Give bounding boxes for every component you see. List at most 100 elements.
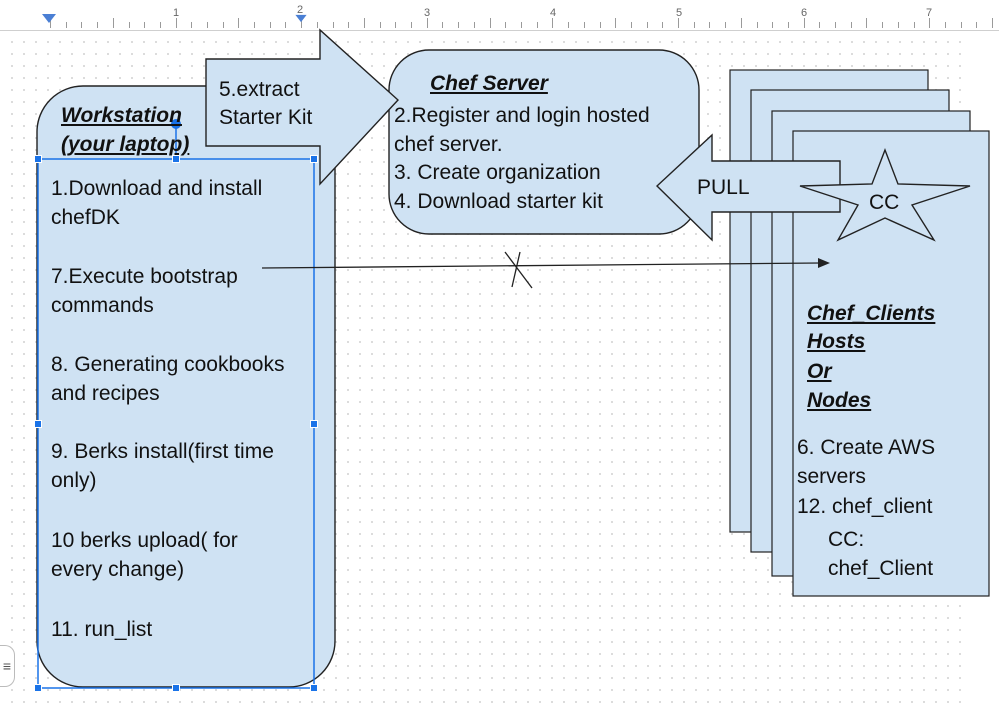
ruler-tick: [945, 22, 946, 28]
ruler-tick: [176, 18, 177, 28]
ruler-tick: [254, 22, 255, 28]
ruler-tick: [411, 22, 412, 28]
ruler-tick: [144, 22, 145, 28]
resize-handle-w[interactable]: [34, 420, 42, 428]
chef-server-shape[interactable]: [388, 49, 700, 235]
ruler-divider: [0, 30, 999, 31]
ruler-tick: [490, 18, 491, 28]
workstation-step: 10 berks upload( for every change): [51, 529, 238, 581]
ruler-tick: [380, 22, 381, 28]
ruler-number: 2: [296, 4, 304, 16]
left-indent-marker[interactable]: [42, 14, 56, 23]
resize-handle-n[interactable]: [172, 155, 180, 163]
ruler-tick: [741, 18, 742, 28]
clients-step: 6. Create AWS servers: [797, 436, 936, 488]
workstation-step: 9. Berks install(first time only): [51, 440, 274, 492]
workstation-step: 8. Generating cookbooks and recipes: [51, 353, 285, 405]
workstation-step: 11. run_list: [51, 618, 153, 641]
workstation-shape[interactable]: [36, 85, 336, 688]
clients-step: 12. chef_client: [797, 495, 933, 518]
ruler-tick: [521, 22, 522, 28]
resize-handle-se[interactable]: [310, 684, 318, 692]
ruler-tick: [301, 18, 302, 28]
ruler-tick: [129, 22, 130, 28]
ruler-number: 5: [675, 7, 683, 19]
ruler-number: 1: [172, 7, 180, 19]
ruler-tick: [804, 18, 805, 28]
extract-arrow-shape[interactable]: [205, 28, 399, 186]
chef-server-step: 2.Register and login hosted chef server.: [394, 104, 650, 156]
ruler-tick: [709, 22, 710, 28]
workstation-step: 1.Download and install chefDK: [51, 177, 263, 229]
ruler-tick: [898, 22, 899, 28]
ruler-tick: [835, 22, 836, 28]
ruler-tick: [647, 22, 648, 28]
resize-handle-s[interactable]: [172, 684, 180, 692]
clients-title: Nodes: [807, 389, 872, 412]
ruler-tick: [97, 22, 98, 28]
clients-cc-label: CC:: [828, 528, 865, 551]
ruler-tick: [757, 22, 758, 28]
side-panel-toggle[interactable]: ≡: [0, 645, 15, 687]
extract-label: Starter Kit: [219, 106, 313, 129]
chef-server-title: Chef Server: [430, 72, 548, 95]
star-shape[interactable]: [799, 148, 971, 242]
ruler-tick: [992, 18, 993, 28]
clients-cc-value: chef_Client: [828, 557, 934, 580]
resize-handle-ne[interactable]: [310, 155, 318, 163]
ruler-number: 6: [800, 7, 808, 19]
ruler-tick: [270, 22, 271, 28]
ruler-tick: [694, 22, 695, 28]
ruler-tick: [914, 22, 915, 28]
rotate-handle[interactable]: [171, 119, 181, 129]
resize-handle-e[interactable]: [310, 420, 318, 428]
ruler-tick: [474, 22, 475, 28]
chef-server-step: 4. Download starter kit: [394, 190, 603, 213]
ruler-tick: [866, 18, 867, 28]
ruler-tick: [50, 18, 51, 28]
ruler-tick: [788, 22, 789, 28]
right-indent-marker[interactable]: [295, 14, 307, 23]
ruler-tick: [929, 18, 930, 28]
ruler-tick: [600, 22, 601, 28]
workstation-step: 7.Execute bootstrap commands: [51, 265, 238, 317]
ruler-tick: [442, 22, 443, 28]
connector-arrowhead: [818, 258, 830, 268]
ruler-tick: [568, 22, 569, 28]
resize-handle-nw[interactable]: [34, 155, 42, 163]
chef-server-step: 3. Create organization: [394, 161, 601, 184]
ruler-tick: [238, 18, 239, 28]
clients-title: Or: [807, 360, 832, 383]
bootstrap-connector[interactable]: [261, 262, 821, 269]
ruler-number: 3: [423, 7, 431, 19]
ruler-tick: [81, 22, 82, 28]
ruler-tick: [395, 22, 396, 28]
ruler-tick: [285, 22, 286, 28]
ruler-tick: [662, 22, 663, 28]
horizontal-ruler: 1 2 3 4 5 6 7: [0, 0, 999, 30]
workstation-subtitle: (your laptop): [61, 133, 190, 156]
ruler-tick: [113, 18, 114, 28]
ruler-tick: [961, 22, 962, 28]
ruler-tick: [505, 22, 506, 28]
workstation-title: Workstation: [61, 104, 182, 127]
resize-handle-sw[interactable]: [34, 684, 42, 692]
ruler-tick: [66, 22, 67, 28]
ruler-tick: [615, 18, 616, 28]
extract-label: 5.extract: [219, 78, 300, 101]
ruler-tick: [458, 22, 459, 28]
ruler-tick: [631, 22, 632, 28]
pull-arrow-shape[interactable]: [655, 133, 841, 242]
pull-label: PULL: [697, 176, 750, 199]
ruler-tick: [819, 22, 820, 28]
ruler-tick: [584, 22, 585, 28]
star-label: CC: [869, 191, 900, 214]
ruler-number: 7: [925, 7, 933, 19]
ruler-tick: [317, 22, 318, 28]
ruler-tick: [348, 22, 349, 28]
cross-mark: [504, 251, 533, 289]
ruler-tick: [427, 18, 428, 28]
ruler-tick: [725, 22, 726, 28]
ruler-tick: [223, 22, 224, 28]
